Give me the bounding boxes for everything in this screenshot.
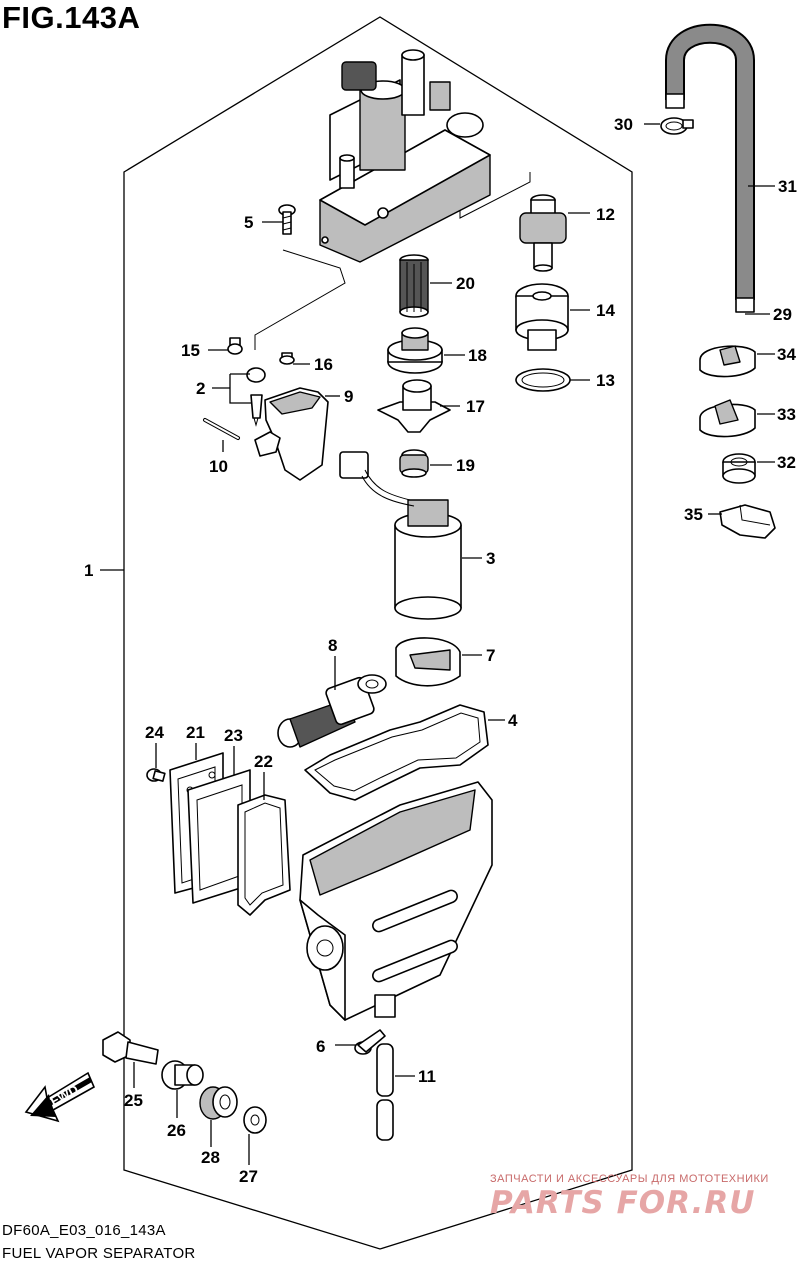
callout-16: 16	[314, 355, 333, 374]
leader-lines	[100, 123, 775, 1165]
fuel-filter-part-20	[399, 254, 429, 318]
callout-5: 5	[244, 213, 253, 232]
callout-15: 15	[181, 341, 200, 360]
callout-1: 1	[84, 561, 93, 580]
callout-12: 12	[596, 205, 615, 224]
seal-part-22	[237, 794, 291, 916]
alignment-line-right	[459, 172, 531, 219]
o-ring-part-13	[515, 368, 571, 392]
clamp-part-33	[699, 399, 756, 438]
alignment-line-top	[254, 249, 346, 350]
callout-8: 8	[328, 636, 337, 655]
grommet-part-19	[399, 449, 429, 478]
screw-part-6	[354, 1029, 386, 1055]
callout-22: 22	[254, 752, 273, 771]
callout-23: 23	[224, 726, 243, 745]
clip-part-35	[719, 504, 776, 539]
callout-34: 34	[777, 345, 796, 364]
assembly-boundary	[123, 16, 633, 1250]
callout-21: 21	[186, 723, 205, 742]
gasket-part-4	[304, 704, 489, 801]
float-chamber-body	[299, 781, 493, 1021]
strainer-part-8	[277, 674, 387, 748]
callout-10: 10	[209, 457, 228, 476]
callout-27: 27	[239, 1167, 258, 1186]
clamp-part-34	[699, 345, 756, 378]
callout-28: 28	[201, 1148, 220, 1167]
callout-32: 32	[777, 453, 796, 472]
callout-30: 30	[614, 115, 633, 134]
screw-part-5	[278, 204, 296, 235]
screw-part-24	[146, 768, 166, 782]
diagram-code: DF60A_E03_016_143A	[2, 1222, 166, 1239]
callout-20: 20	[456, 274, 475, 293]
pump-holder-part-7	[395, 637, 461, 687]
callout-9: 9	[344, 387, 353, 406]
bolt-part-16	[279, 352, 295, 365]
switch-cover-part-9	[264, 387, 329, 481]
washer-part-27	[243, 1106, 267, 1134]
filter-seat-part-18	[387, 327, 443, 374]
separator-cover	[319, 49, 491, 263]
callout-14: 14	[596, 301, 615, 320]
callout-19: 19	[456, 456, 475, 475]
fuel-pump-part-3	[339, 451, 462, 620]
grommet-part-28	[199, 1086, 238, 1120]
callout-18: 18	[468, 346, 487, 365]
callout-31: 31	[778, 177, 797, 196]
bolt-part-2	[246, 367, 266, 427]
callout-24: 24	[145, 723, 164, 742]
callout-11: 11	[418, 1067, 436, 1086]
regulator-holder-part-14	[515, 283, 569, 351]
callout-7: 7	[486, 646, 495, 665]
hose-part-11	[376, 1043, 394, 1141]
diagram-caption: FUEL VAPOR SEPARATOR	[2, 1245, 196, 1262]
bolt-part-15	[227, 337, 243, 355]
figure-title: FIG.143A	[2, 0, 141, 35]
watermark-tagline: ЗАПЧАСТИ И АКСЕССУАРЫ ДЛЯ МОТОТЕХНИКИ	[490, 1173, 769, 1185]
fwd-label: FWD	[48, 1082, 81, 1109]
callout-29: 29	[773, 305, 792, 324]
watermark-logo: PARTS FOR.RU	[490, 1185, 756, 1221]
grommet-part-32	[722, 453, 756, 484]
callout-6: 6	[316, 1037, 325, 1056]
callout-17: 17	[466, 397, 485, 416]
callout-25: 25	[124, 1091, 143, 1110]
holder-part-17	[377, 379, 451, 433]
callout-4: 4	[508, 711, 518, 730]
clip-part-30	[660, 117, 694, 135]
callout-13: 13	[596, 371, 615, 390]
fwd-arrow-icon: FWD	[24, 1071, 96, 1123]
bolt-part-25	[102, 1031, 159, 1065]
callout-numbers: 1 2 3 4 5 6 7 8 9 10 11 12 13 14 15 16 1…	[84, 115, 797, 1186]
callout-26: 26	[167, 1121, 186, 1140]
pressure-regulator-part-12	[519, 194, 567, 272]
callout-33: 33	[777, 405, 796, 424]
callout-35: 35	[684, 505, 703, 524]
hose-part-31	[665, 23, 755, 313]
callout-2: 2	[196, 379, 205, 398]
callout-3: 3	[486, 549, 495, 568]
bushing-part-26	[161, 1060, 204, 1090]
